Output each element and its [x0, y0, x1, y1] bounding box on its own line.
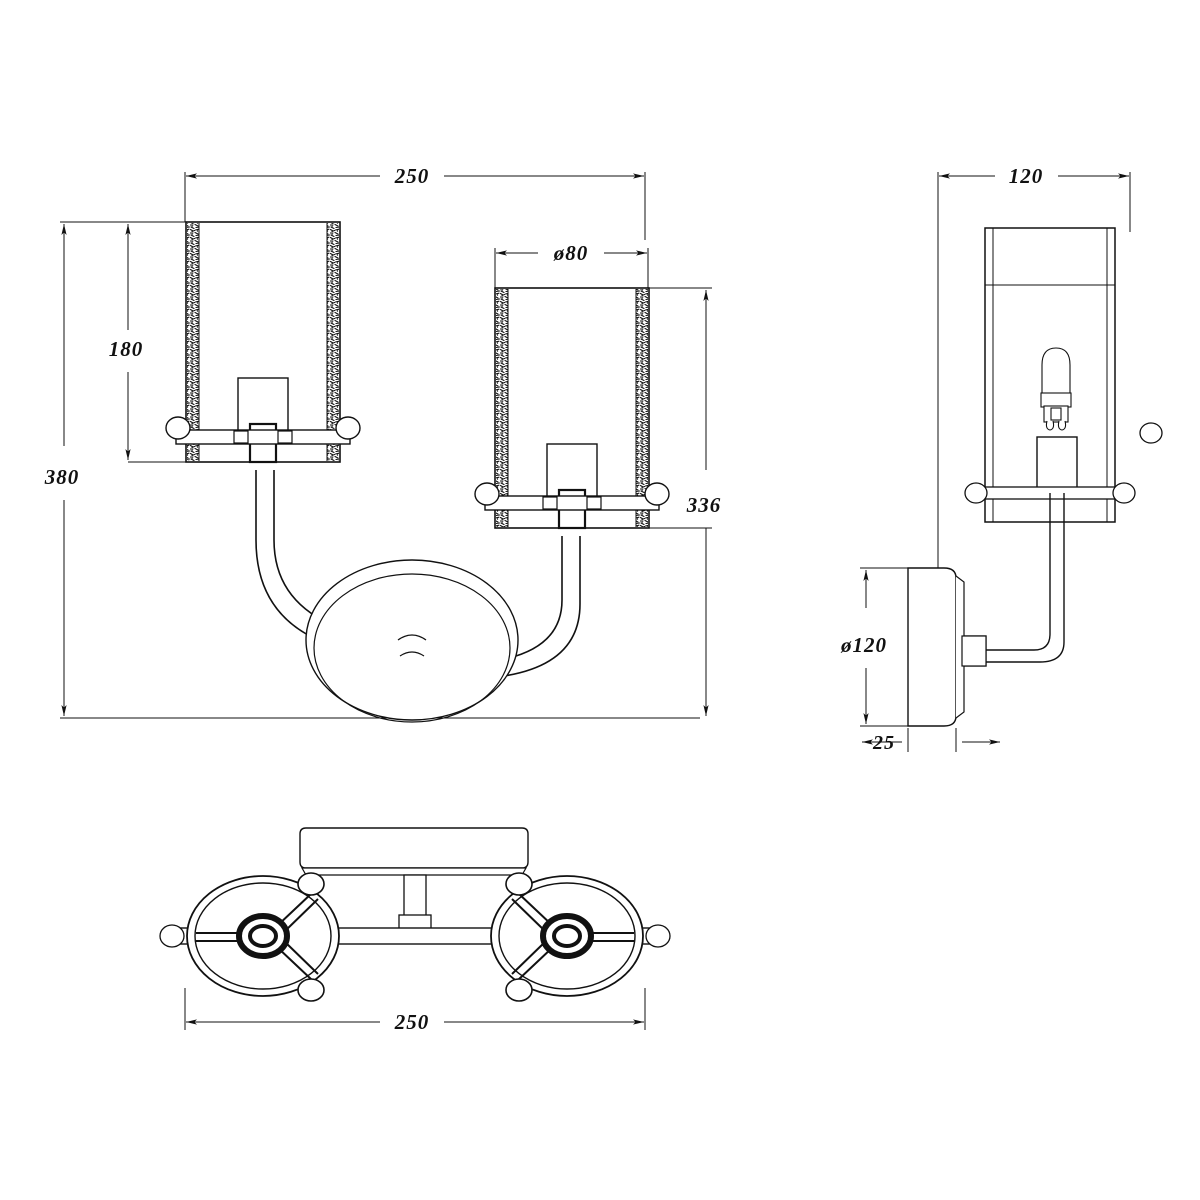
dim-side-depth-120: 120 — [939, 164, 1129, 188]
side-elevation-view: 120 — [840, 164, 1163, 754]
shade-left-bump-top — [297, 872, 325, 896]
lamp-socket-side — [1036, 436, 1078, 494]
shade-right-wall-right — [636, 289, 648, 527]
shade-left-bump-bottom — [297, 978, 325, 1002]
round-backplate-plan — [299, 827, 529, 876]
dim-label-backplate-thickness: 25 — [872, 732, 895, 754]
plan-view: 250 — [159, 827, 671, 1034]
round-backplate-side — [907, 567, 987, 727]
dim-overall-height-380: 380 — [44, 224, 80, 716]
shade-right-wall-left — [496, 289, 508, 527]
shade-crossbar-left — [165, 416, 361, 445]
side-lower-extension-lines — [860, 567, 957, 752]
dim-fixture-height-336: 336 — [686, 290, 722, 716]
dim-label-fixture-height: 336 — [686, 493, 722, 517]
dim-shade-height-180: 180 — [109, 224, 144, 460]
plan-extension-lines — [184, 988, 646, 1030]
dim-label-side-depth: 120 — [1009, 164, 1044, 188]
dim-label-front-width: 250 — [394, 164, 430, 188]
glass-shade-left-plan — [186, 872, 340, 1002]
shade-right-bump-bottom — [505, 978, 533, 1002]
shade-right-bump-top — [505, 872, 533, 896]
dim-backplate-thickness-25: 25 — [862, 732, 1000, 754]
dim-backplate-diameter-120: ø120 — [840, 570, 887, 724]
backplate-stem-plan — [398, 874, 432, 936]
side-extension-lines — [937, 172, 1131, 570]
dim-shade-diameter-80: ø80 — [496, 241, 647, 265]
glass-shade-right-plan — [490, 872, 644, 1002]
dim-plan-width-250: 250 — [186, 1010, 644, 1034]
dim-front-width-250: 250 — [186, 164, 644, 188]
lamp-right — [423, 287, 670, 677]
round-backplate-front — [305, 559, 519, 723]
dim-label-shade-diameter: ø80 — [553, 241, 589, 265]
shade-crossbar-right — [474, 482, 670, 511]
dim-label-backplate-diameter: ø120 — [840, 633, 887, 657]
front-elevation-view: 250 180 380 ø80 336 — [44, 164, 722, 723]
dim-label-shade-height: 180 — [109, 337, 144, 361]
dim-label-plan-width: 250 — [394, 1010, 430, 1034]
shade-left-wall-right — [327, 223, 339, 461]
shade-left-wall-left — [187, 223, 199, 461]
g9-capsule-bulb — [1040, 347, 1072, 431]
dim-label-overall-height: 380 — [44, 465, 80, 489]
